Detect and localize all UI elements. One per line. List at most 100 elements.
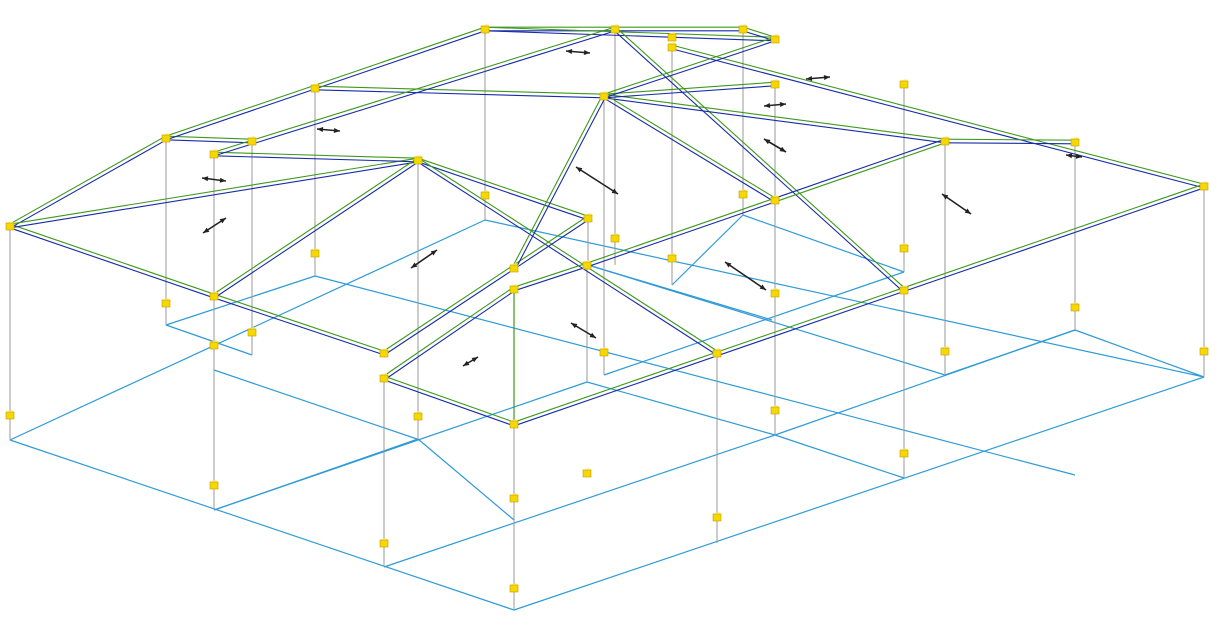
node-front-face [509, 494, 519, 503]
foundation-line [165, 324, 253, 356]
node-front-face [209, 150, 219, 159]
nodes [5, 24, 1209, 593]
double-arrow-icon [201, 176, 227, 183]
foundation-line [774, 434, 905, 479]
load-arrow-head [471, 357, 478, 363]
node-front-face [770, 196, 780, 205]
node-front-face [599, 348, 609, 357]
roof-beam [9, 157, 419, 229]
roof-beam [511, 94, 607, 270]
roof-beam [8, 135, 168, 229]
roof-beam [383, 375, 515, 427]
base-node-icon [247, 327, 257, 337]
roof-beam [603, 81, 776, 99]
foundation-line [417, 438, 515, 521]
beam-bottom-edge [774, 138, 945, 199]
beam-top-edge [775, 142, 946, 203]
base-node-icon [509, 493, 519, 503]
top-node-icon [209, 149, 219, 159]
node-front-face [899, 286, 909, 295]
foundation-grid [9, 214, 1205, 611]
beam-top-edge [10, 223, 215, 295]
node-front-face [310, 84, 320, 93]
base-node-icon [1070, 302, 1080, 312]
double-arrow-icon [763, 102, 787, 108]
roof-beam [213, 293, 385, 356]
node-front-face [610, 25, 620, 34]
node-front-face [161, 299, 171, 308]
base-node-icon [5, 410, 15, 420]
top-node-icon [509, 419, 519, 429]
node-front-face [509, 264, 519, 273]
load-arrow-head [823, 75, 830, 80]
node-front-face [899, 449, 909, 458]
node-front-face [509, 420, 519, 429]
beam-top-edge [384, 375, 515, 423]
beam-top-edge [615, 27, 906, 290]
beam-top-edge [513, 183, 1204, 423]
beam-top-edge [672, 44, 1205, 185]
double-arrow-icon [570, 322, 597, 339]
beam-bottom-edge [417, 161, 588, 221]
node-front-face [770, 35, 780, 44]
roof-beam [671, 44, 1205, 189]
double-arrow-icon [941, 193, 972, 215]
top-node-icon [209, 291, 219, 301]
node-front-face [209, 481, 219, 490]
node-front-face [712, 513, 722, 522]
load-arrow-head [779, 102, 786, 108]
top-node-icon [610, 24, 620, 34]
node-front-face [480, 191, 490, 200]
load-arrow-head [317, 127, 324, 133]
roof-beam [484, 26, 776, 42]
node-front-face [940, 137, 950, 146]
beam-bottom-edge [10, 161, 419, 229]
node-front-face [582, 261, 592, 270]
foundation-line [165, 275, 316, 326]
beam-bottom-edge [384, 219, 590, 355]
beam-bottom-edge [944, 142, 1075, 145]
node-front-face [738, 190, 748, 199]
beam-bottom-edge [9, 227, 214, 299]
load-arrow-head [202, 176, 209, 182]
load-arrow-head [1075, 153, 1082, 159]
beam-top-edge [511, 94, 603, 268]
foundation-line [587, 264, 773, 321]
beam-bottom-edge [587, 201, 776, 268]
load-arrow-head [806, 76, 813, 81]
top-node-icon [480, 24, 490, 34]
node-front-face [599, 92, 609, 101]
node-front-face [379, 374, 389, 383]
foundation-line [742, 214, 905, 273]
load-arrow-head [964, 208, 971, 214]
beam-top-edge [603, 36, 775, 95]
beam-bottom-edge [213, 155, 418, 163]
load-arrow-head [566, 49, 573, 54]
roof-beam [944, 138, 1076, 145]
foundation-line [513, 376, 1205, 611]
node-front-face [770, 406, 780, 415]
foundation-line [314, 275, 1076, 476]
beam-bottom-edge [603, 97, 945, 144]
double-arrow-icon [410, 249, 438, 269]
load-arrow-head [333, 127, 340, 133]
load-arrow-head [725, 262, 732, 268]
node-front-face [413, 156, 423, 165]
beam-top-edge [485, 26, 776, 38]
beam-bottom-edge [10, 139, 168, 229]
top-node-icon [310, 83, 320, 93]
top-node-icon [770, 195, 780, 205]
base-node-icon [161, 298, 171, 308]
beam-bottom-edge [166, 30, 486, 141]
beam-top-edge [513, 262, 587, 288]
beam-bottom-edge [213, 297, 384, 356]
roof-beam [213, 26, 616, 157]
roof-beam [382, 287, 516, 380]
node-front-face [582, 469, 592, 478]
columns [9, 29, 1205, 610]
load-arrow-head [589, 332, 596, 338]
load-arrow-head [779, 146, 786, 152]
node-front-face [1070, 138, 1080, 147]
